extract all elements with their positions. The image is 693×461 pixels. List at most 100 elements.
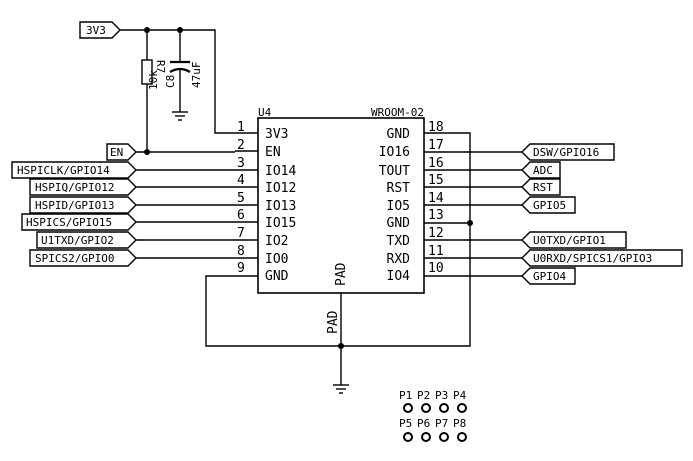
net-flag-label: RST [533, 181, 553, 194]
pin-number: 13 [428, 208, 444, 223]
pin-name: IO4 [387, 269, 411, 284]
pin-name: IO5 [387, 199, 410, 214]
pin-name: 3V3 [265, 127, 288, 142]
module-type: WROOM-02 [371, 106, 424, 119]
pin-name: IO16 [379, 145, 410, 160]
right-pin-numbers: 18 17 16 15 14 13 12 11 10 [428, 120, 444, 276]
supply-rail [120, 27, 258, 134]
net-flag-label: GPIO4 [533, 270, 566, 283]
net-flag-label: GPIO5 [533, 199, 566, 212]
net-flag-label: U0TXD/GPIO1 [533, 234, 606, 247]
pin-name: GND [387, 127, 411, 142]
ground-net: PAD [205, 132, 473, 394]
pin-number: 7 [237, 226, 245, 241]
resistor-r7: R7 10k [141, 30, 167, 152]
pin-number: 14 [428, 191, 444, 206]
pad-circle [421, 403, 431, 413]
pad-circle [403, 403, 413, 413]
net-flag-label: HSPID/GPIO13 [35, 199, 114, 212]
net-en: EN [106, 143, 235, 161]
pin-number: 12 [428, 226, 444, 241]
pin-name: RST [387, 181, 411, 196]
left-pin-stubs [235, 150, 258, 259]
capacitor-value: 47uF [190, 62, 203, 89]
pad-circle [457, 432, 467, 442]
pad-label-internal: PAD [334, 262, 349, 286]
net-hspics: HSPICS/GPIO15 [21, 213, 235, 231]
net-flag-label: U1TXD/GPIO2 [41, 234, 114, 247]
net-flag-label: EN [110, 146, 123, 159]
pin-number: 8 [237, 244, 245, 259]
pad-label: P7 [435, 417, 448, 430]
net-flag-label: ADC [533, 164, 553, 177]
pin-number: 10 [428, 261, 444, 276]
net-gpio4: GPIO4 [424, 267, 576, 285]
resistor-value: 10k [147, 70, 160, 90]
power-flag-3v3: 3V3 [79, 21, 121, 39]
pad-label: P2 [417, 389, 430, 402]
pad-circle [457, 403, 467, 413]
pin-name: TXD [387, 234, 411, 249]
capacitor-ref: C8 [164, 75, 177, 88]
net-spics2: SPICS2/GPIO0 [29, 249, 235, 267]
net-u0rxd: U0RXD/SPICS1/GPIO3 [424, 249, 683, 267]
right-pin-names: GND IO16 TOUT RST IO5 GND TXD RXD IO4 [379, 127, 410, 284]
pad-pin-label: PAD [326, 310, 341, 334]
junction-dot [144, 149, 150, 155]
left-pin-numbers: 1 2 3 4 5 6 7 8 9 [237, 120, 245, 276]
net-flag-label: U0RXD/SPICS1/GPIO3 [533, 252, 652, 265]
pad-label: P5 [399, 417, 412, 430]
module-ref: U4 [258, 106, 272, 119]
pin-name: RXD [387, 252, 411, 267]
pin-number: 9 [237, 261, 245, 276]
pin-name: IO13 [265, 199, 296, 214]
net-flag-label: DSW/GPIO16 [533, 146, 599, 159]
junction-dot [467, 220, 473, 226]
pin-number: 3 [237, 156, 245, 171]
pin-name: EN [265, 145, 281, 160]
pad-label: P3 [435, 389, 448, 402]
pin-number: 4 [237, 173, 245, 188]
net-flag-label: HSPIQ/GPIO12 [35, 181, 114, 194]
pad-label: P8 [453, 417, 466, 430]
net-flag-label: HSPICS/GPIO15 [26, 216, 112, 229]
pin-number: 5 [237, 191, 245, 206]
net-dsw: DSW/GPIO16 [424, 143, 615, 161]
pin-name: IO14 [265, 164, 296, 179]
pin-number: 6 [237, 208, 245, 223]
pad-label: P4 [453, 389, 467, 402]
net-flag-label: HSPICLK/GPIO14 [17, 164, 110, 177]
pin-number: 1 [237, 120, 245, 135]
pin-name: IO12 [265, 181, 296, 196]
pin-number: 17 [428, 138, 444, 153]
net-flag-label: SPICS2/GPIO0 [35, 252, 114, 265]
junction-dot [338, 343, 344, 349]
pin-name: IO2 [265, 234, 288, 249]
net-hspiq: HSPIQ/GPIO12 [29, 178, 235, 196]
net-u1txd: U1TXD/GPIO2 [36, 231, 235, 249]
pad-circle [439, 432, 449, 442]
net-u0txd: U0TXD/GPIO1 [424, 231, 627, 249]
left-pin-names: 3V3 EN IO14 IO12 IO13 IO15 IO2 IO0 GND [265, 127, 296, 284]
net-rst: RST [424, 178, 561, 196]
pad-circle [403, 432, 413, 442]
power-flag-label: 3V3 [86, 24, 106, 37]
net-hspid: HSPID/GPIO13 [29, 196, 235, 214]
pad-circle [421, 432, 431, 442]
pad-label: P1 [399, 389, 412, 402]
pin-number: 18 [428, 120, 444, 135]
capacitor-c8: C8 47uF [164, 30, 203, 121]
pin-name: IO0 [265, 252, 288, 267]
pin-name: TOUT [379, 164, 410, 179]
net-adc: ADC [424, 161, 561, 179]
net-gpio5: GPIO5 [424, 196, 576, 214]
pin-number: 15 [428, 173, 444, 188]
pin-name: GND [387, 216, 411, 231]
resistor-ref: R7 [154, 60, 167, 73]
pin-number: 11 [428, 244, 444, 259]
net-hspiclk: HSPICLK/GPIO14 [11, 161, 235, 179]
mounting-pads: P1 P2 P3 P4 P5 P6 P7 P8 [399, 389, 467, 442]
pin-number: 2 [237, 138, 245, 153]
pad-label: P6 [417, 417, 430, 430]
